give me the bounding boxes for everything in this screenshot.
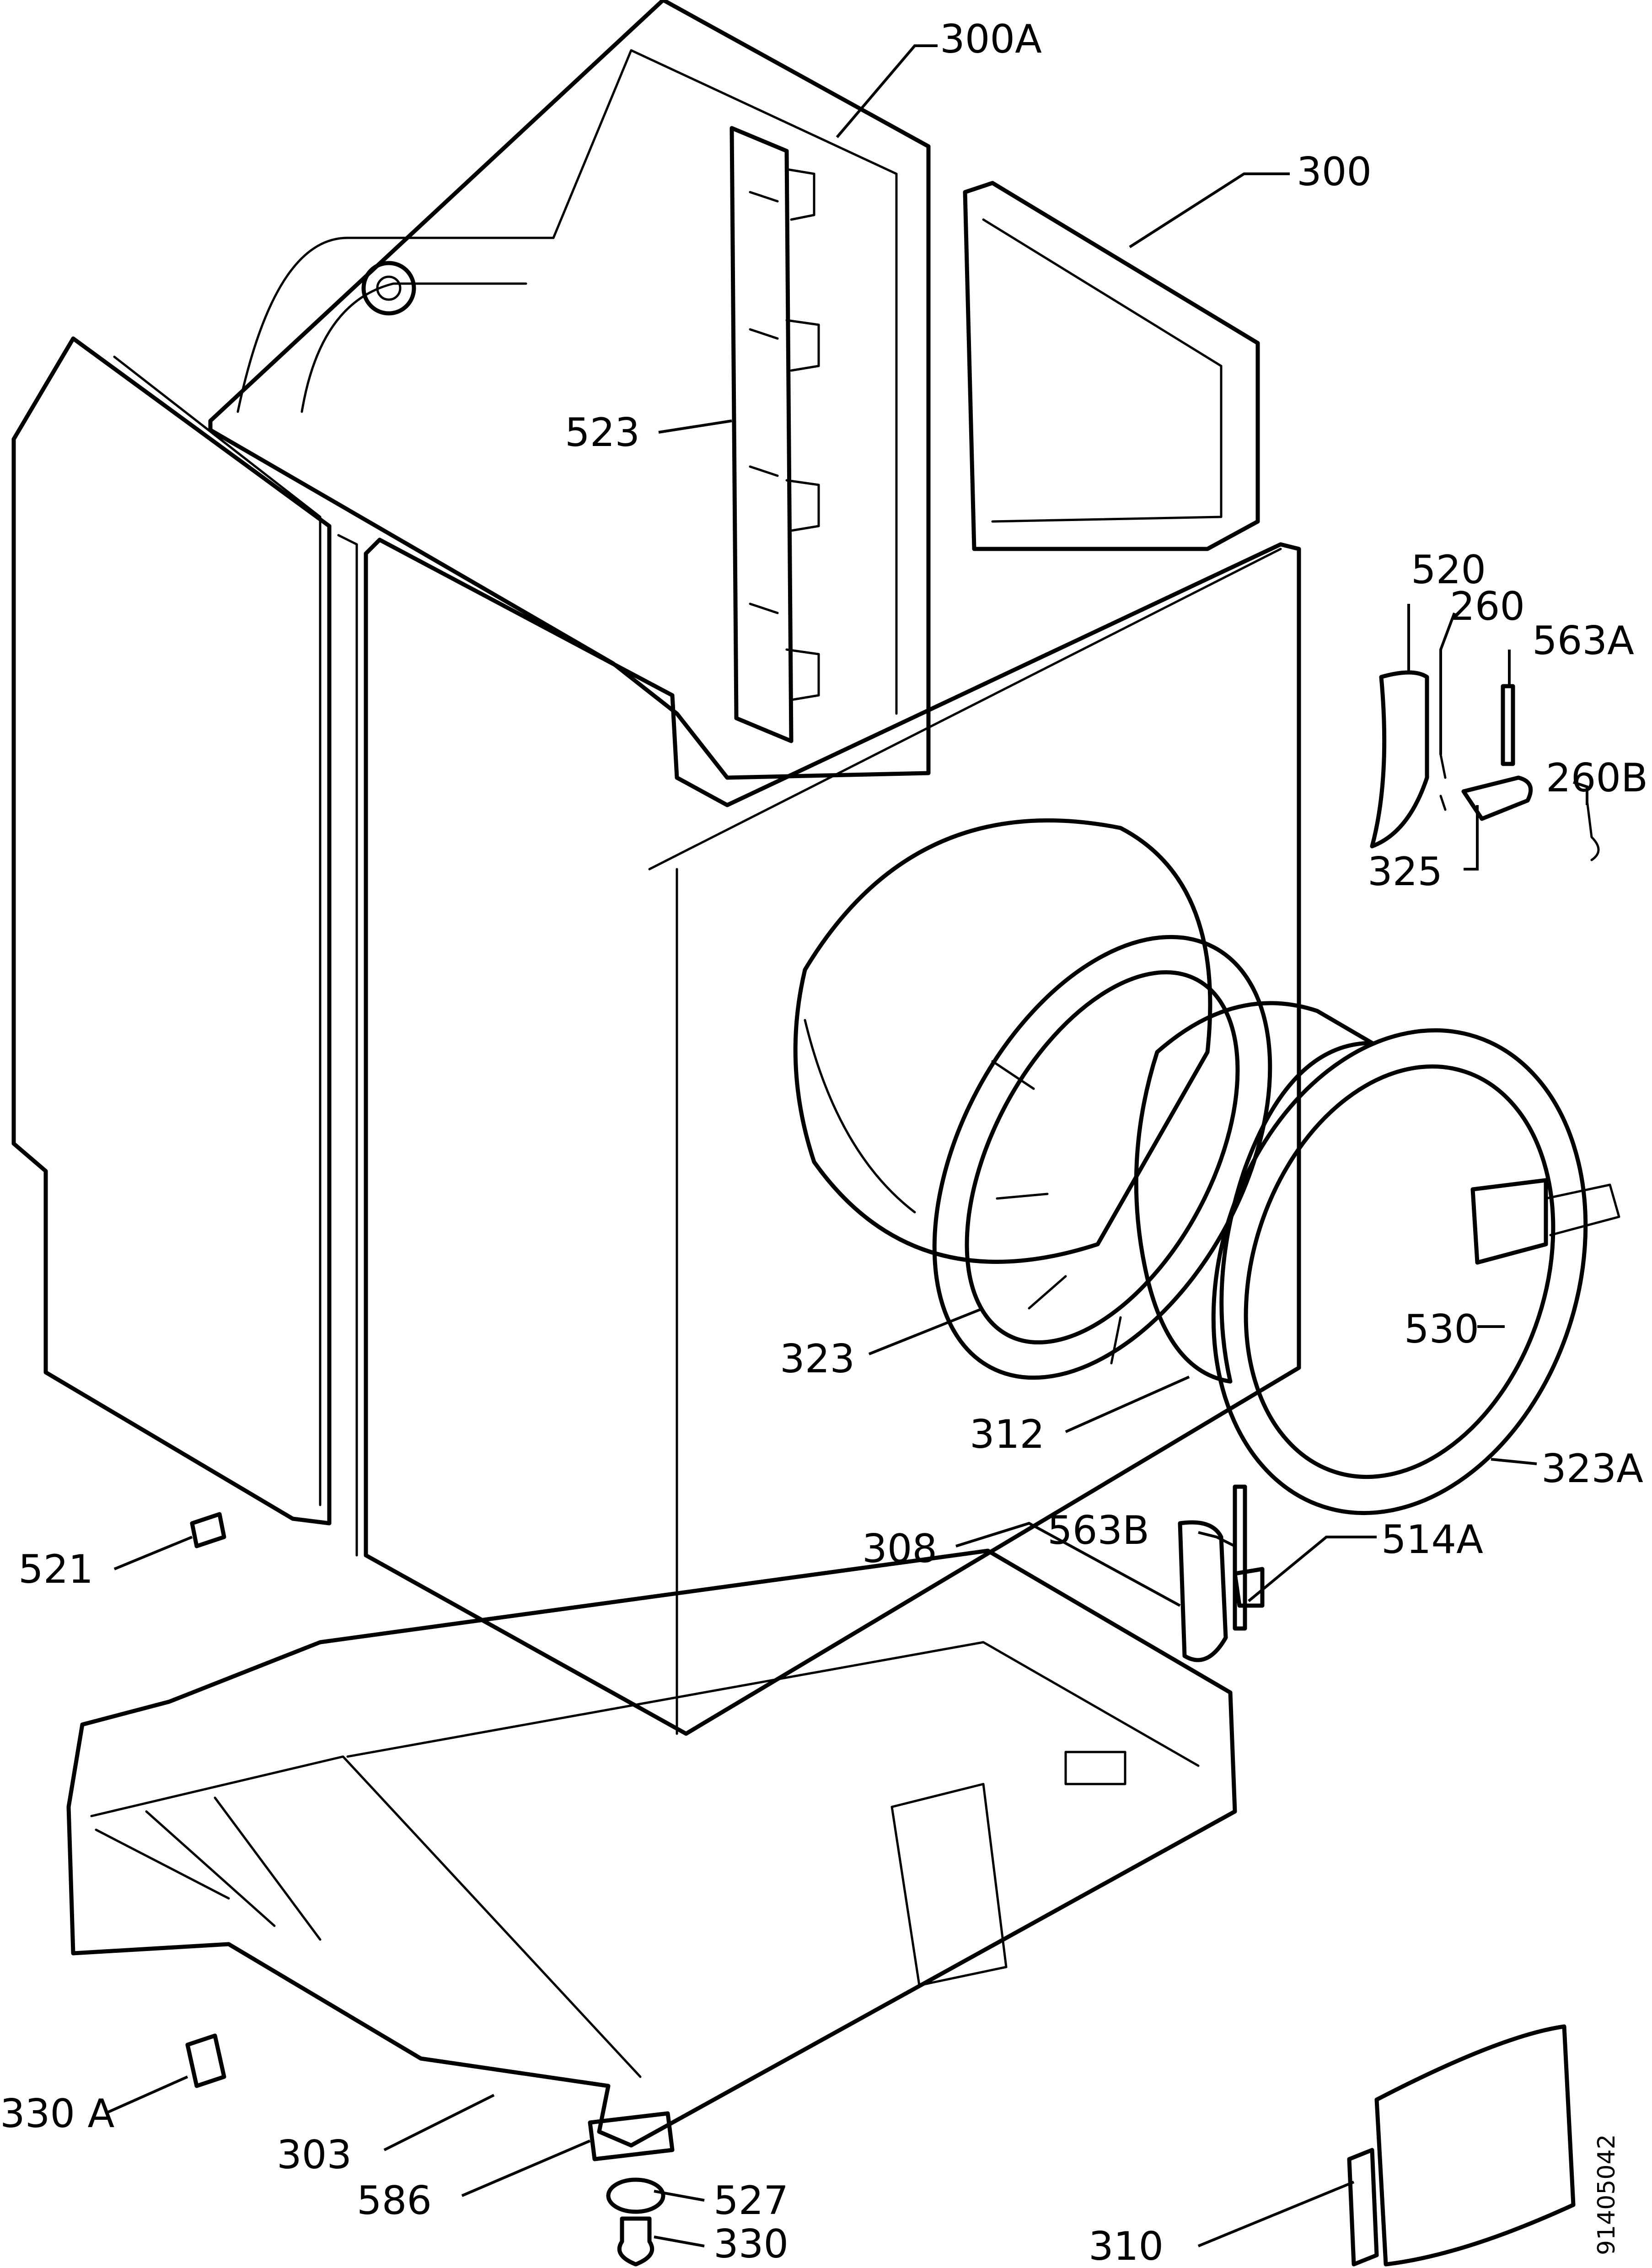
- part-labels: 300A 300 523 520 260 563A 260B 325 530 3…: [0, 16, 1648, 2268]
- label-323: 323: [780, 1336, 855, 1382]
- spring-260b: [1586, 799, 1600, 861]
- label-308: 308: [862, 1526, 937, 1572]
- label-520: 520: [1411, 547, 1486, 593]
- label-523: 523: [565, 410, 640, 456]
- label-300A: 300A: [940, 16, 1042, 62]
- door-hinge-assembly: [1178, 1484, 1265, 1662]
- screw-521: [190, 1512, 226, 1548]
- leader-lines: [104, 44, 1588, 2247]
- left-side-panel: [11, 336, 358, 1557]
- drum-front-ring: [932, 935, 1272, 1380]
- base-frame: [66, 1548, 1237, 2148]
- fasteners: [185, 1512, 675, 2267]
- label-303: 303: [277, 2132, 352, 2178]
- door: [1211, 1028, 1620, 1516]
- label-260: 260: [1450, 584, 1525, 629]
- foot-330a: [185, 2033, 226, 2088]
- pin-563a: [1501, 684, 1515, 766]
- label-260B: 260B: [1546, 755, 1648, 801]
- foot-330: [617, 2216, 654, 2267]
- pin-563b: [1233, 1484, 1247, 1631]
- label-330: 330: [713, 2221, 788, 2267]
- label-563A: 563A: [1532, 618, 1634, 664]
- label-312: 312: [970, 1412, 1045, 1457]
- label-530: 530: [1404, 1306, 1479, 1352]
- label-330A: 330 A: [0, 2091, 114, 2137]
- drawing-code: 91405042: [1593, 2134, 1620, 2255]
- bracket-586: [588, 2111, 675, 2161]
- label-300: 300: [1297, 149, 1372, 195]
- service-flap: [1347, 2024, 1576, 2267]
- label-514A: 514A: [1381, 1517, 1483, 1563]
- lock-plate-520: [1370, 670, 1429, 849]
- label-521: 521: [18, 1547, 93, 1592]
- right-side-panel: [963, 181, 1260, 551]
- label-586: 586: [357, 2178, 432, 2224]
- rear-duct-grille: [729, 126, 820, 743]
- spring-260: [1439, 753, 1447, 811]
- label-310: 310: [1089, 2224, 1164, 2268]
- front-panel: [364, 537, 1301, 1736]
- lever-325: [1461, 775, 1533, 821]
- label-527: 527: [713, 2178, 788, 2224]
- label-563B: 563B: [1047, 1508, 1149, 1553]
- label-325: 325: [1368, 849, 1443, 895]
- rear-cabinet-frame: [208, 0, 931, 780]
- label-323A: 323A: [1541, 1446, 1643, 1492]
- washer-527: [606, 2177, 665, 2214]
- drum-seal: [1134, 1001, 1374, 1384]
- hinge-308: [1178, 1520, 1228, 1662]
- bushing-514a: [1233, 1567, 1265, 1608]
